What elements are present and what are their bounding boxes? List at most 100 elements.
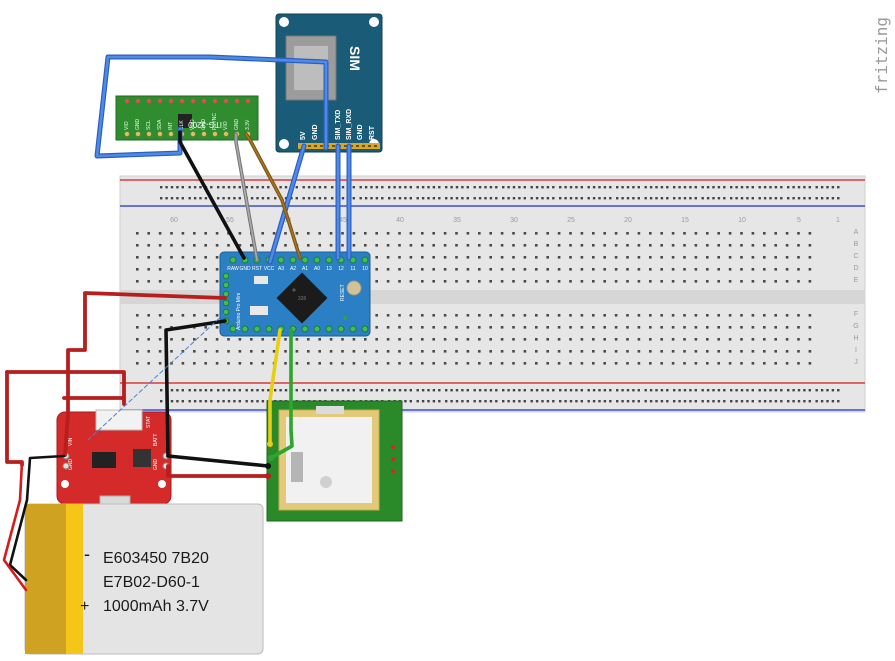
breadboard-hole (557, 350, 561, 353)
breadboard-hole (170, 197, 174, 200)
breadboard-hole (780, 186, 783, 189)
breadboard-hole (432, 256, 435, 259)
breadboard-hole (375, 389, 379, 392)
breadboard-hole (443, 350, 447, 353)
breadboard-hole (683, 268, 686, 271)
breadboard-hole (518, 389, 521, 392)
breadboard-hole (313, 197, 316, 200)
breadboard-hole (717, 338, 720, 341)
breadboard-hole (478, 280, 481, 283)
breadboard-hole (694, 280, 698, 283)
battery-plus-sign: + (80, 598, 89, 615)
wire-red-outer-top (5, 370, 126, 402)
breadboard-hole (432, 244, 435, 247)
breadboard-hole (193, 280, 196, 283)
charger-pin-label: BATT (153, 434, 159, 446)
breadboard-hole (763, 362, 766, 365)
arduino-pin-label: GND (239, 266, 251, 272)
breadboard-hole (723, 389, 726, 392)
breadboard-hole (473, 197, 476, 200)
breadboard-hole (808, 350, 812, 353)
breadboard-hole (284, 244, 287, 247)
breadboard-hole (466, 256, 470, 259)
breadboard-hole (478, 232, 481, 235)
breadboard-hole (746, 197, 749, 200)
reset-button[interactable] (346, 280, 362, 296)
breadboard-hole (694, 338, 698, 341)
arduino-bottom-pad (337, 325, 345, 333)
breadboard-hole (740, 362, 743, 365)
wire-black-charger-arduino (164, 319, 227, 458)
gps-led (391, 457, 395, 461)
breadboard-hole (564, 400, 567, 403)
breadboard-hole (552, 197, 555, 200)
breadboard-hole (455, 326, 458, 329)
breadboard-hole (199, 389, 202, 392)
breadboard-hole (546, 268, 549, 271)
breadboard-hole (136, 232, 139, 235)
breadboard-hole (694, 400, 697, 403)
breadboard-hole (136, 362, 139, 365)
breadboard-hole (398, 338, 401, 341)
breadboard-hole (706, 268, 709, 271)
breadboard-hole (758, 389, 761, 392)
breadboard-hole (751, 400, 754, 403)
breadboard-hole (603, 362, 606, 365)
breadboard-hole (728, 362, 732, 365)
itg3200-top-pad (168, 98, 174, 104)
breadboard-hole (352, 338, 356, 341)
breadboard-hole (443, 362, 447, 365)
breadboard-hole (559, 197, 562, 200)
breadboard-hole (188, 197, 191, 200)
itg3200-pin-labels: VIO GND SCL SDA INT CLK VDD GND FSYNC VI… (124, 113, 251, 130)
column-number: 40 (396, 217, 404, 224)
breadboard-hole (740, 197, 744, 200)
breadboard-hole (250, 350, 253, 353)
breadboard-hole (632, 389, 635, 392)
breadboard-hole (500, 268, 504, 271)
breadboard-hole (495, 197, 498, 200)
breadboard-hole (512, 389, 516, 392)
breadboard-hole (689, 400, 692, 403)
breadboard-hole (466, 232, 470, 235)
breadboard-hole (808, 362, 812, 365)
breadboard-hole (820, 186, 824, 189)
breadboard-hole (204, 197, 208, 200)
breadboard-hole (158, 338, 162, 341)
breadboard-hole (535, 362, 538, 365)
column-number: 30 (510, 217, 518, 224)
breadboard-hole (352, 197, 355, 200)
breadboard-hole (215, 338, 219, 341)
breadboard-hole (136, 268, 139, 271)
arduino-pin-label: A3 (278, 266, 284, 272)
arduino-top-pad (289, 256, 297, 264)
sim-pin-label: RST (369, 125, 376, 140)
breadboard-hole (199, 197, 202, 200)
breadboard-hole (694, 186, 697, 189)
breadboard-hole (780, 400, 783, 403)
breadboard-hole (808, 400, 811, 403)
breadboard-hole (432, 338, 435, 341)
itg3200-pin-label: FSYNC (212, 113, 218, 130)
breadboard-hole (324, 389, 327, 392)
sim-pin-label: GND (357, 124, 364, 140)
breadboard-hole (341, 338, 344, 341)
breadboard-hole (671, 280, 675, 283)
breadboard-hole (557, 244, 561, 247)
breadboard-hole (455, 186, 459, 189)
breadboard-hole (489, 197, 493, 200)
breadboard-hole (649, 362, 652, 365)
battery-black-lead (8, 454, 66, 582)
arduino-bottom-pad (265, 325, 273, 333)
breadboard-hole (603, 268, 606, 271)
breadboard-hole (592, 186, 596, 189)
breadboard-hole (740, 186, 744, 189)
breadboard-hole (409, 338, 413, 341)
breadboard-hole (603, 400, 607, 403)
breadboard-hole (375, 186, 379, 189)
breadboard-hole (580, 244, 584, 247)
breadboard-hole (512, 244, 515, 247)
breadboard-hole (580, 280, 584, 283)
breadboard-hole (621, 400, 624, 403)
breadboard-hole (649, 400, 653, 403)
